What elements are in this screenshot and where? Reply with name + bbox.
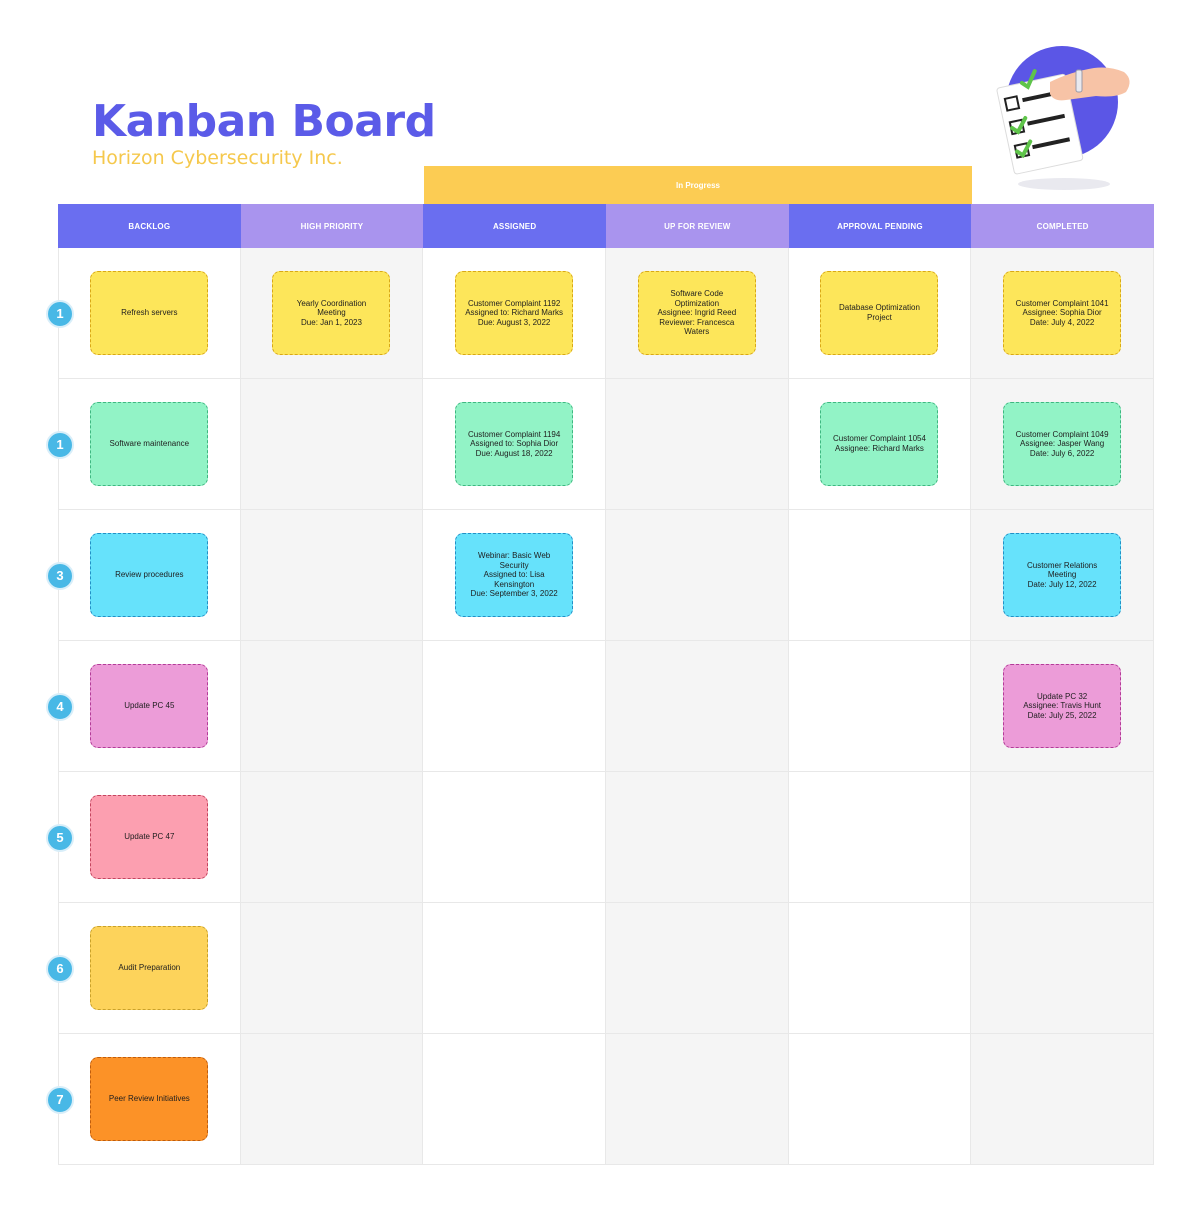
board-cell: Yearly Coordination Meeting Due: Jan 1, … [240,248,424,379]
board-cell [240,641,424,772]
task-card[interactable]: Customer Relations Meeting Date: July 12… [1003,533,1122,617]
checklist-illustration [996,46,1130,190]
task-card[interactable]: Software Code Optimization Assignee: Ing… [637,271,756,355]
board-cell [423,903,606,1034]
in-progress-band: In Progress [424,166,972,204]
board-cell: Customer Complaint 1041 Assignee: Sophia… [971,248,1154,379]
task-card[interactable]: Webinar: Basic Web Security Assigned to:… [455,533,574,617]
task-card[interactable]: Audit Preparation [90,926,209,1010]
task-card[interactable]: Peer Review Initiatives [90,1057,209,1141]
page-title: Kanban Board [92,96,436,147]
board-cell: Refresh servers [58,248,241,379]
column-header-high-priority: HIGH PRIORITY [240,204,424,248]
board-row: Update PC 45 Update PC 32 Assignee: Travi… [58,641,1154,772]
task-card[interactable]: Database Optimization Project [820,271,939,355]
row-count-badge: 7 [46,1085,74,1114]
board-cell: Update PC 45 [58,641,241,772]
board-cell: Review procedures [58,510,241,641]
column-header-up-for-review: UP FOR REVIEW [605,204,789,248]
board-cell: Database Optimization Project [788,248,972,379]
column-header-backlog: BACKLOG [58,204,241,248]
task-card[interactable]: Update PC 32 Assignee: Travis Hunt Date:… [1003,664,1122,748]
board-row: Audit Preparation [58,903,1154,1034]
column-header-completed: COMPLETED [971,204,1154,248]
task-card[interactable]: Customer Complaint 1054 Assignee: Richar… [820,402,939,486]
kanban-grid: Refresh servers Yearly Coordination Meeti… [58,248,1154,1165]
board-cell: Audit Preparation [58,903,241,1034]
row-count-badge: 4 [46,692,74,721]
page-subtitle: Horizon Cybersecurity Inc. [92,147,343,169]
task-card[interactable]: Refresh servers [90,271,209,355]
task-card[interactable]: Customer Complaint 1192 Assigned to: Ric… [455,271,574,355]
task-card[interactable]: Update PC 45 [90,664,209,748]
row-count-badge: 1 [46,299,74,328]
board-cell [240,772,424,903]
board-cell [423,772,606,903]
task-card[interactable]: Update PC 47 [90,795,209,879]
task-card[interactable]: Yearly Coordination Meeting Due: Jan 1, … [272,271,391,355]
task-card[interactable]: Customer Complaint 1194 Assigned to: Sop… [455,402,574,486]
board-cell [605,641,789,772]
board-cell: Customer Complaint 1192 Assigned to: Ric… [423,248,606,379]
board-cell [605,510,789,641]
board-cell [788,1034,972,1165]
board-cell [605,772,789,903]
board-row: Update PC 47 [58,772,1154,903]
task-card[interactable]: Review procedures [90,533,209,617]
board-cell [788,510,972,641]
board-cell: Update PC 47 [58,772,241,903]
row-count-badge: 3 [46,561,74,590]
board-cell: Peer Review Initiatives [58,1034,241,1165]
board-cell: Webinar: Basic Web Security Assigned to:… [423,510,606,641]
board-cell: Customer Complaint 1049 Assignee: Jasper… [971,379,1154,510]
board-cell: Software maintenance [58,379,241,510]
row-count-badge: 5 [46,823,74,852]
board-row: Software maintenance Customer Complaint 1… [58,379,1154,510]
board-cell [605,379,789,510]
board-cell: Customer Complaint 1054 Assignee: Richar… [788,379,972,510]
board-cell [788,903,972,1034]
board-cell [605,903,789,1034]
board-row: Refresh servers Yearly Coordination Meeti… [58,248,1154,379]
board-cell [605,1034,789,1165]
board-cell [240,379,424,510]
row-count-badge: 6 [46,954,74,983]
board-row: Review procedures Webinar: Basic Web Secu… [58,510,1154,641]
board-cell [788,772,972,903]
board-cell: Update PC 32 Assignee: Travis Hunt Date:… [971,641,1154,772]
column-header-assigned: ASSIGNED [423,204,606,248]
board-cell [971,903,1154,1034]
task-card[interactable]: Software maintenance [90,402,209,486]
board-cell [423,641,606,772]
board-cell [240,1034,424,1165]
board-cell [971,772,1154,903]
task-card[interactable]: Customer Complaint 1049 Assignee: Jasper… [1003,402,1122,486]
board-cell: Customer Complaint 1194 Assigned to: Sop… [423,379,606,510]
board-cell [423,1034,606,1165]
board-cell [971,1034,1154,1165]
board-cell [240,903,424,1034]
task-card[interactable]: Customer Complaint 1041 Assignee: Sophia… [1003,271,1122,355]
board-cell: Software Code Optimization Assignee: Ing… [605,248,789,379]
board-cell [788,641,972,772]
row-count-badge: 1 [46,430,74,459]
board-row: Peer Review Initiatives [58,1034,1154,1165]
board-cell [240,510,424,641]
column-header-approval-pending: APPROVAL PENDING [788,204,972,248]
board-cell: Customer Relations Meeting Date: July 12… [971,510,1154,641]
